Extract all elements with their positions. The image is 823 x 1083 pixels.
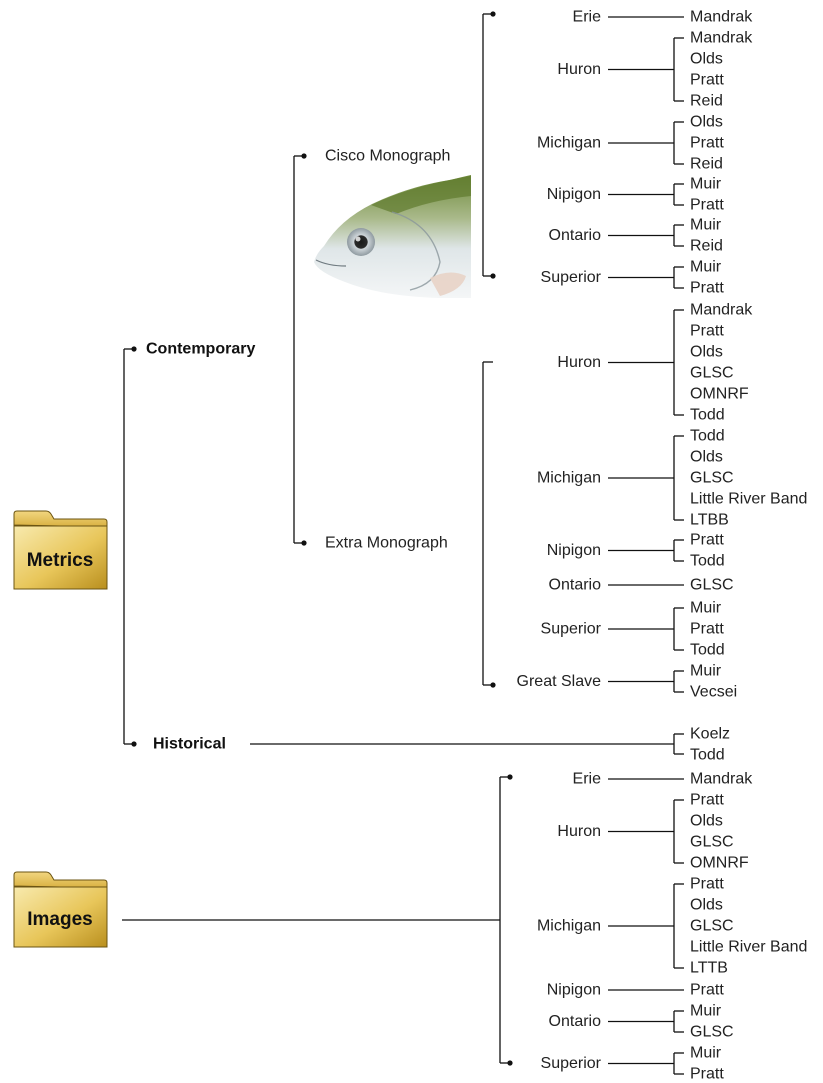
source-label: Pratt (690, 280, 724, 297)
cisco-spine-dot (490, 273, 496, 279)
images-folder-label: Images (27, 909, 92, 930)
source-label: Todd (690, 553, 725, 570)
source-label: Muir (690, 600, 722, 617)
source-label: Muir (690, 663, 722, 680)
lake-label: Ontario (549, 577, 602, 594)
source-label: LTTB (690, 960, 728, 977)
lake-label: Erie (573, 771, 602, 788)
source-label: Mandrak (690, 9, 753, 26)
lake-label: Nipigon (547, 982, 601, 999)
source-label: Pratt (690, 621, 724, 638)
source-label: Olds (690, 344, 723, 361)
historical-label: Historical (153, 736, 226, 753)
source-label: Olds (690, 897, 723, 914)
lake-label: Michigan (537, 135, 601, 152)
source-label: Vecsei (690, 684, 737, 701)
source-label: GLSC (690, 470, 734, 487)
source-label: OMNRF (690, 386, 749, 403)
source-label: Todd (690, 747, 725, 764)
contemporary-label: Contemporary (146, 341, 255, 358)
cisco-fish-illustration (314, 175, 471, 298)
source-label: Mandrak (690, 30, 753, 47)
source-label: Pratt (690, 792, 724, 809)
images-spine-dot (507, 774, 513, 780)
source-label: Olds (690, 114, 723, 131)
metrics-folder-label: Metrics (27, 550, 94, 571)
source-label: Pratt (690, 197, 724, 214)
source-label: Olds (690, 449, 723, 466)
source-label: Little River Band (690, 491, 807, 508)
metrics-dot (131, 741, 137, 747)
monograph-dot (301, 540, 307, 546)
source-label: LTBB (690, 512, 729, 529)
source-label: Muir (690, 217, 722, 234)
source-label: Todd (690, 642, 725, 659)
images-folder-icon[interactable] (13, 871, 108, 948)
lake-label: Nipigon (547, 542, 601, 559)
images-spine-dot (507, 1060, 513, 1066)
lake-label: Superior (541, 269, 602, 286)
lake-label: Michigan (537, 918, 601, 935)
source-label: Muir (690, 1045, 722, 1062)
source-label: Pratt (690, 876, 724, 893)
cisco-spine-dot (490, 11, 496, 17)
source-label: GLSC (690, 365, 734, 382)
source-label: GLSC (690, 834, 734, 851)
source-label: Mandrak (690, 771, 753, 788)
source-label: Reid (690, 156, 723, 173)
lake-label: Michigan (537, 470, 601, 487)
source-label: Pratt (690, 323, 724, 340)
source-label: Muir (690, 1003, 722, 1020)
lake-label: Erie (573, 9, 602, 26)
lake-label: Huron (557, 823, 601, 840)
metrics-folder-icon[interactable] (13, 510, 108, 590)
source-label: Olds (690, 813, 723, 830)
source-label: GLSC (690, 918, 734, 935)
metrics-dot (131, 346, 137, 352)
lake-label: Ontario (549, 227, 602, 244)
lake-label: Superior (541, 1055, 602, 1072)
source-label: Olds (690, 51, 723, 68)
source-label: GLSC (690, 1024, 734, 1041)
source-label: Reid (690, 238, 723, 255)
source-label: OMNRF (690, 855, 749, 872)
source-label: Pratt (690, 532, 724, 549)
source-label: Koelz (690, 726, 730, 743)
monograph-label: Extra Monograph (325, 535, 448, 552)
source-label: Muir (690, 176, 722, 193)
lake-label: Huron (557, 61, 601, 78)
source-label: Todd (690, 407, 725, 424)
source-label: Todd (690, 428, 725, 445)
source-label: Pratt (690, 72, 724, 89)
lake-label: Ontario (549, 1013, 602, 1030)
tree-connector-lines (122, 11, 684, 1075)
monograph-dot (301, 153, 307, 159)
source-label: Muir (690, 259, 722, 276)
extra-spine-dot (490, 682, 496, 688)
monograph-label: Cisco Monograph (325, 148, 450, 165)
source-label: Mandrak (690, 302, 753, 319)
source-label: GLSC (690, 577, 734, 594)
lake-label: Superior (541, 621, 602, 638)
source-label: Pratt (690, 135, 724, 152)
source-label: Reid (690, 93, 723, 110)
source-label: Little River Band (690, 939, 807, 956)
source-label: Pratt (690, 1066, 724, 1083)
lake-label: Huron (557, 354, 601, 371)
source-label: Pratt (690, 982, 724, 999)
lake-label: Nipigon (547, 186, 601, 203)
lake-label: Great Slave (517, 673, 602, 690)
